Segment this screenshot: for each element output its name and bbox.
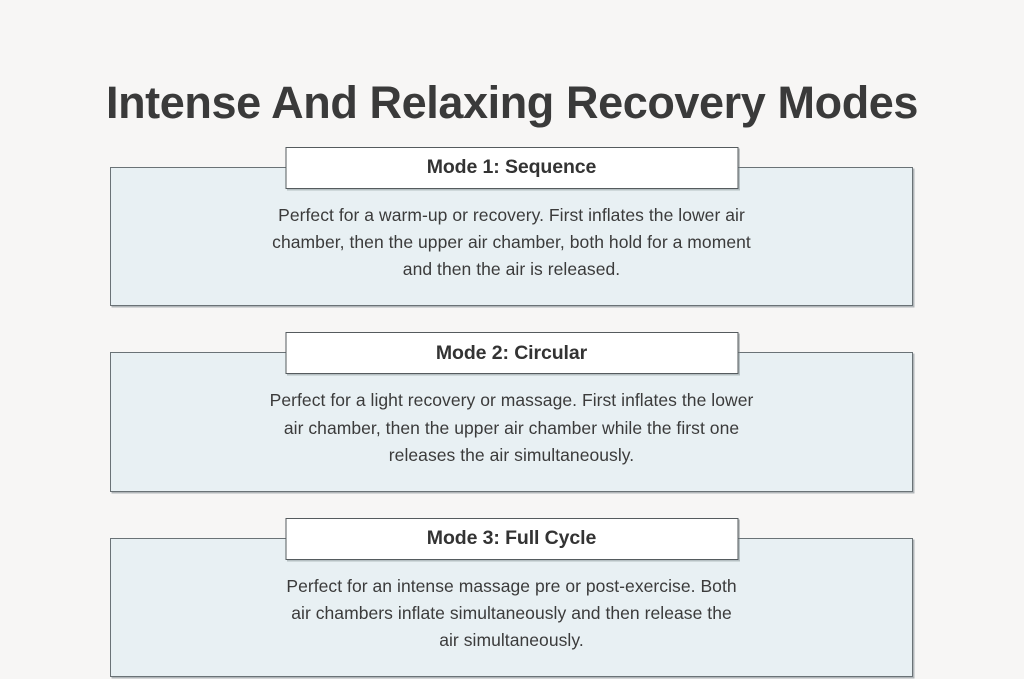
mode-card-body-line: air simultaneously.	[439, 630, 584, 650]
mode-card-header-label: Mode 3: Full Cycle	[426, 527, 597, 549]
mode-card-body-line: Perfect for an intense massage pre or po…	[286, 575, 737, 596]
mode-card: Mode 2: Circular Perfect for a light rec…	[110, 332, 913, 492]
mode-card-header: Mode 2: Circular	[285, 332, 738, 375]
mode-card: Mode 1: Sequence Perfect for a warm-up o…	[110, 147, 913, 307]
mode-card-header-label: Mode 1: Sequence	[426, 156, 597, 179]
mode-card-body-line: Perfect for a light recovery or massage.…	[269, 390, 754, 411]
page-title: Intense And Relaxing Recovery Modes	[105, 77, 919, 129]
mode-card-body-line: releases the air simultaneously.	[388, 444, 635, 465]
mode-card-body-line: and then the air is released.	[402, 259, 621, 280]
mode-card-body-line: Perfect for a warm-up or recovery. First…	[278, 205, 745, 225]
mode-card-header: Mode 3: Full Cycle	[285, 517, 738, 560]
mode-card-body: Perfect for an intense massage pre or po…	[111, 539, 912, 676]
mode-card-body-line: air chambers inflate simultaneously and …	[291, 602, 732, 623]
mode-card-body-line: chamber, then the upper air chamber, bot…	[272, 232, 751, 253]
mode-card-header-label: Mode 2: Circular	[435, 341, 588, 364]
mode-card-body-line: air chamber, then the upper air chamber …	[283, 417, 740, 438]
mode-card: Mode 3: Full Cycle Perfect for an intens…	[110, 517, 913, 678]
mode-card-list: Mode 1: Sequence Perfect for a warm-up o…	[110, 147, 913, 678]
mode-card-header: Mode 1: Sequence	[285, 147, 738, 189]
mode-card-body: Perfect for a light recovery or massage.…	[111, 353, 912, 490]
mode-card-body: Perfect for a warm-up or recovery. First…	[111, 168, 912, 305]
